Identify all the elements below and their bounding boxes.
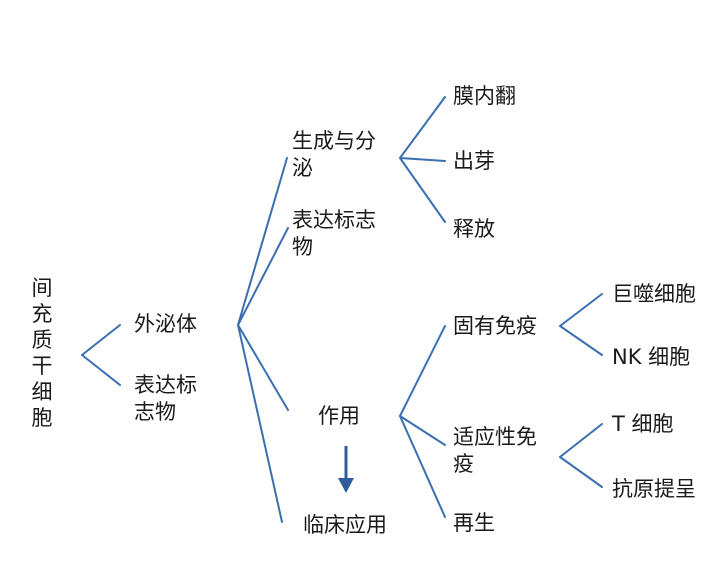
edge-root-exosome: [81, 324, 121, 356]
node-adaptive-immunity: 适应性免疫: [453, 425, 537, 476]
edge-exosome-markers: [237, 227, 289, 326]
edge-root-markers: [81, 354, 121, 386]
edge-biogenesis-invagination: [399, 96, 446, 159]
down-arrow-icon: [338, 446, 354, 493]
node-markers-level1: 表达标志物: [134, 373, 197, 424]
node-regeneration: 再生: [453, 511, 495, 535]
root-node: 间充质干细胞: [31, 276, 53, 430]
node-clinical: 临床应用: [303, 513, 387, 537]
node-budding: 出芽: [453, 149, 495, 173]
node-release: 释放: [453, 217, 495, 241]
node-innate-immunity: 固有免疫: [453, 314, 537, 338]
edge-innate-macrophage: [559, 293, 603, 327]
edge-exosome-function: [237, 324, 289, 411]
edge-function-adaptive: [399, 415, 446, 446]
edge-function-innate: [399, 325, 446, 417]
node-exosome: 外泌体: [134, 312, 197, 336]
edge-exosome-biogenesis: [237, 157, 288, 326]
node-biogenesis: 生成与分泌: [292, 129, 376, 180]
edge-biogenesis-budding: [399, 157, 446, 162]
edge-biogenesis-release: [399, 157, 446, 223]
node-function: 作用: [318, 404, 360, 428]
node-invagination: 膜内翻: [453, 84, 516, 108]
edge-adaptive-tcell: [559, 423, 603, 458]
edge-adaptive-antigen: [559, 456, 603, 488]
node-macrophage: 巨噬细胞: [612, 282, 696, 306]
edge-exosome-clinical: [237, 324, 283, 523]
node-markers-level2: 表达标志物: [292, 208, 376, 259]
node-nk-cell: NK 细胞: [612, 345, 691, 369]
edge-innate-nk: [559, 325, 603, 356]
node-t-cell: T 细胞: [612, 412, 674, 436]
edge-function-regeneration: [399, 415, 446, 518]
node-antigen-presentation: 抗原提呈: [612, 477, 696, 501]
